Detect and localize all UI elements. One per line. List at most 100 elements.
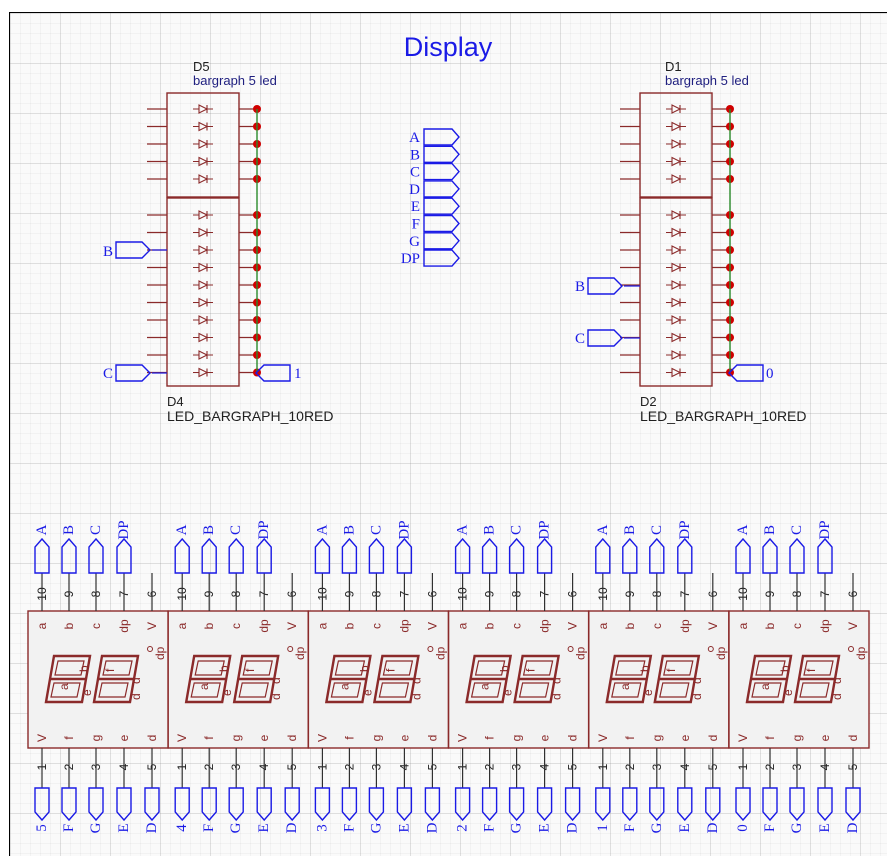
seven-seg-pin-label: f xyxy=(342,736,356,740)
seven-seg-bottom-port xyxy=(481,787,498,822)
seven-seg-bottom-port-label: 4 xyxy=(174,824,190,832)
bus-port-a xyxy=(423,128,460,146)
d5-ref: D5 xyxy=(193,59,210,74)
seven-seg-top-port xyxy=(61,537,77,574)
seven-seg-pin-label: dp xyxy=(117,619,131,633)
seven-seg-inner-label: a xyxy=(57,683,71,690)
seven-seg-bottom-port-label: G xyxy=(649,822,665,833)
seven-seg-pin-label: a xyxy=(175,622,189,629)
d4-port-b-label: B xyxy=(103,244,113,260)
seven-seg-top-port-label: B xyxy=(61,525,77,535)
seven-seg-bottom-port-label: E xyxy=(396,823,412,832)
seven-seg-top-port xyxy=(174,537,190,574)
seven-seg-inner-label: dp xyxy=(854,646,868,660)
seven-seg-top-port-label: DP xyxy=(817,520,833,539)
seven-seg-inner-label: dp xyxy=(433,646,447,660)
d5-d4-diode-icon xyxy=(193,297,213,308)
seven-seg-pin-label: c xyxy=(510,623,524,629)
seven-seg-bottom-port xyxy=(536,787,553,822)
seven-seg-bottom-port xyxy=(144,787,160,822)
seven-seg-inner-label: dp xyxy=(714,646,728,660)
seven-seg-bottom-port xyxy=(564,787,581,822)
seven-seg-pin-label: f xyxy=(763,736,777,740)
seven-seg-top-port-label: B xyxy=(482,525,498,535)
bus-port-label: C xyxy=(410,165,420,181)
d4-port-c-label: C xyxy=(103,366,113,382)
seven-seg-top-port xyxy=(649,537,665,574)
seven-seg-bottom-port-label: E xyxy=(817,823,833,832)
seven-seg-inner-label: f xyxy=(383,668,397,672)
seven-seg-bottom-port xyxy=(705,787,721,822)
seven-seg-bottom-port-label: F xyxy=(201,824,217,832)
seven-seg-pin-label: V xyxy=(425,622,439,630)
bus-port-d xyxy=(423,180,460,198)
seven-seg-pin-label: dp xyxy=(257,619,271,633)
seven-seg-top-port-label: DP xyxy=(116,520,132,539)
seven-seg-pin-label: a xyxy=(35,622,49,629)
seven-seg-bottom-port-label: G xyxy=(789,822,805,833)
seven-seg-bottom-port-label: D xyxy=(284,822,300,833)
seven-seg-top-port-label: B xyxy=(762,525,778,535)
seven-seg-bottom-port-label: E xyxy=(677,823,693,832)
d4-port-out-label: 1 xyxy=(294,366,302,382)
d2-part: LED_BARGRAPH_10RED xyxy=(640,408,807,424)
seven-seg-bottom-port xyxy=(116,787,132,822)
seven-seg-bottom-port-label: F xyxy=(341,824,357,832)
seven-seg-bottom-port-label: D xyxy=(565,822,581,833)
seven-seg-glyph xyxy=(372,654,420,704)
seven-seg-inner-label: d xyxy=(409,677,423,684)
seven-seg-inner-label: d xyxy=(830,677,844,684)
seven-seg-inner-label: f xyxy=(664,668,678,672)
seven-seg-glyph xyxy=(653,654,701,704)
seven-seg-inner-label: dp xyxy=(574,646,588,660)
seven-seg-top-port-label: C xyxy=(228,525,244,535)
d5-d4-diode-icon xyxy=(193,139,213,149)
seven-seg-glyph xyxy=(465,654,513,704)
d1-d2-diode-icon xyxy=(666,315,686,325)
seven-seg-top-port xyxy=(341,537,358,574)
seven-seg-inner-label: d xyxy=(269,693,283,700)
seven-seg-pin-label: g xyxy=(510,735,524,742)
seven-seg-inner-label: e xyxy=(360,689,374,696)
d5-d4-diode-icon xyxy=(193,104,213,114)
seven-seg-bottom-port-label: E xyxy=(537,823,553,832)
seven-seg-top-port-label: DP xyxy=(396,520,412,539)
seven-seg-top-port-label: C xyxy=(509,525,525,535)
d1-d2-top-body xyxy=(639,92,713,198)
seven-seg-bottom-port xyxy=(817,787,833,822)
seven-seg-pin-label: dp xyxy=(818,619,832,633)
seven-seg-glyph-inner xyxy=(659,660,694,698)
seven-seg-inner-label: dp xyxy=(153,646,167,660)
seven-seg-bottom-port xyxy=(735,787,751,822)
seven-seg-bottom-port-label: E xyxy=(116,823,132,832)
seven-seg-glyph xyxy=(44,654,92,704)
seven-seg-top-port-label: A xyxy=(735,524,751,535)
seven-seg-pin-label: V xyxy=(846,622,860,630)
seven-seg-pin-label: f xyxy=(62,736,76,740)
seven-seg-bottom-port xyxy=(677,787,693,822)
seven-seg-inner-label: d xyxy=(409,693,423,700)
d1-d2-diode-icon xyxy=(666,350,686,360)
seven-seg-bottom-port-label: F xyxy=(762,824,778,832)
d5-d4-diode-icon xyxy=(193,367,213,378)
bus-port-f xyxy=(423,214,460,233)
seven-seg-pin-label: d xyxy=(145,735,159,742)
seven-seg-pin-label: b xyxy=(763,622,777,629)
seven-seg-pin-label: e xyxy=(538,734,552,741)
seven-seg-top-port xyxy=(368,537,385,574)
seven-seg-bottom-port xyxy=(314,787,331,822)
seven-seg-pin-label: c xyxy=(229,623,243,629)
seven-seg-pin-label: a xyxy=(596,622,610,629)
seven-seg-bottom-port xyxy=(789,787,805,822)
seven-seg-glyph-inner xyxy=(751,660,786,698)
seven-seg-dp-dot xyxy=(848,646,854,652)
d1-part: bargraph 5 led xyxy=(665,73,749,88)
d5-d4-diode-icon xyxy=(193,315,213,325)
seven-seg-top-port-label: B xyxy=(201,525,217,535)
d5-d4-diode-icon xyxy=(193,280,213,290)
seven-seg-bottom-port xyxy=(622,787,638,822)
seven-seg-pin-label: c xyxy=(369,623,383,629)
seven-seg-top-port-label: DP xyxy=(677,520,693,539)
seven-seg-pin-label: e xyxy=(678,734,692,741)
seven-seg-dp-dot xyxy=(567,646,574,652)
